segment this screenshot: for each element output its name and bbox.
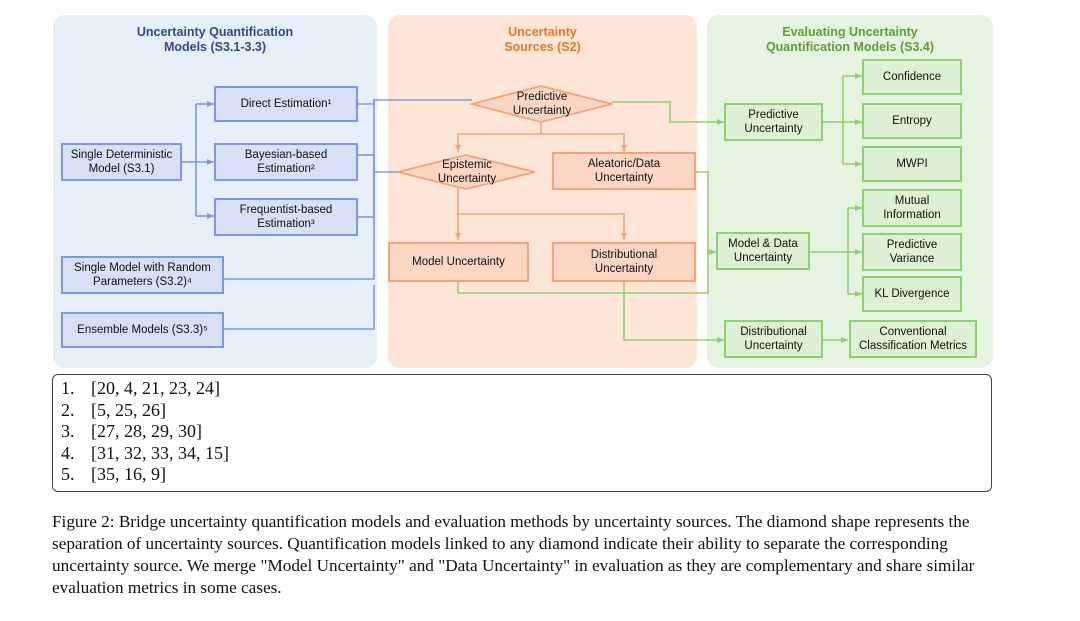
reference-item: 4.[31, 32, 33, 34, 15]: [61, 442, 229, 463]
predictive-uncertainty-diamond-label: Predictive Uncertainty: [512, 91, 572, 117]
direct-estimation-node: Direct Estimation¹: [214, 86, 358, 122]
reference-item: 3.[27, 28, 29, 30]: [61, 421, 202, 441]
single-deterministic-model-node: Single Deterministic Model (S3.1): [61, 143, 182, 181]
mutual-information-metric-node: Mutual Information: [862, 189, 962, 227]
predictive-variance-metric-node: Predictive Variance: [862, 233, 962, 271]
ensemble-models-node: Ensemble Models (S3.3)⁵: [61, 312, 224, 348]
confidence-metric-node: Confidence: [862, 59, 962, 95]
entropy-metric-node: Entropy: [862, 103, 962, 139]
reference-item: 5.[35, 16, 9]: [61, 464, 166, 484]
figure-caption: Figure 2: Bridge uncertainty quantificat…: [52, 512, 975, 597]
sources-panel-title: Uncertainty Sources (S2): [504, 25, 581, 54]
model-data-uncertainty-eval-node: Model & Data Uncertainty: [716, 232, 810, 270]
reference-item: 2.[5, 25, 26]: [61, 399, 166, 420]
kl-divergence-metric-node: KL Divergence: [862, 276, 962, 312]
evaluation-panel-title: Evaluating Uncertainty Quantification Mo…: [765, 25, 935, 54]
aleatoric-data-uncertainty-node: Aleatoric/Data Uncertainty: [552, 152, 696, 190]
mwpi-metric-node: MWPI: [862, 146, 962, 182]
single-random-model-node: Single Model with Random Parameters (S3.…: [61, 256, 224, 294]
predictive-diamond: [468, 85, 613, 123]
predictive-uncertainty-eval-node: Predictive Uncertainty: [724, 103, 823, 141]
distributional-uncertainty-source-node: Distributional Uncertainty: [552, 242, 696, 282]
bayesian-estimation-node: Bayesian-based Estimation²: [214, 143, 358, 181]
references-box: 1.[20, 4, 21, 23, 24] 2.[5, 25, 26] 3.[2…: [52, 374, 992, 492]
reference-item: 1.[20, 4, 21, 23, 24]: [61, 378, 220, 398]
distributional-uncertainty-eval-node: Distributional Uncertainty: [724, 320, 823, 358]
sources-panel: [388, 15, 697, 368]
models-panel: [53, 15, 377, 368]
epistemic-uncertainty-diamond-label: Epistemic Uncertainty: [437, 159, 497, 185]
epistemic-diamond: [397, 154, 536, 190]
models-panel-title: Uncertainty Quantification Models (S3.1-…: [136, 25, 294, 54]
model-uncertainty-node: Model Uncertainty: [388, 242, 529, 282]
frequentist-estimation-node: Frequentist-based Estimation³: [214, 198, 358, 236]
classification-metrics-node: Conventional Classification Metrics: [849, 320, 977, 358]
